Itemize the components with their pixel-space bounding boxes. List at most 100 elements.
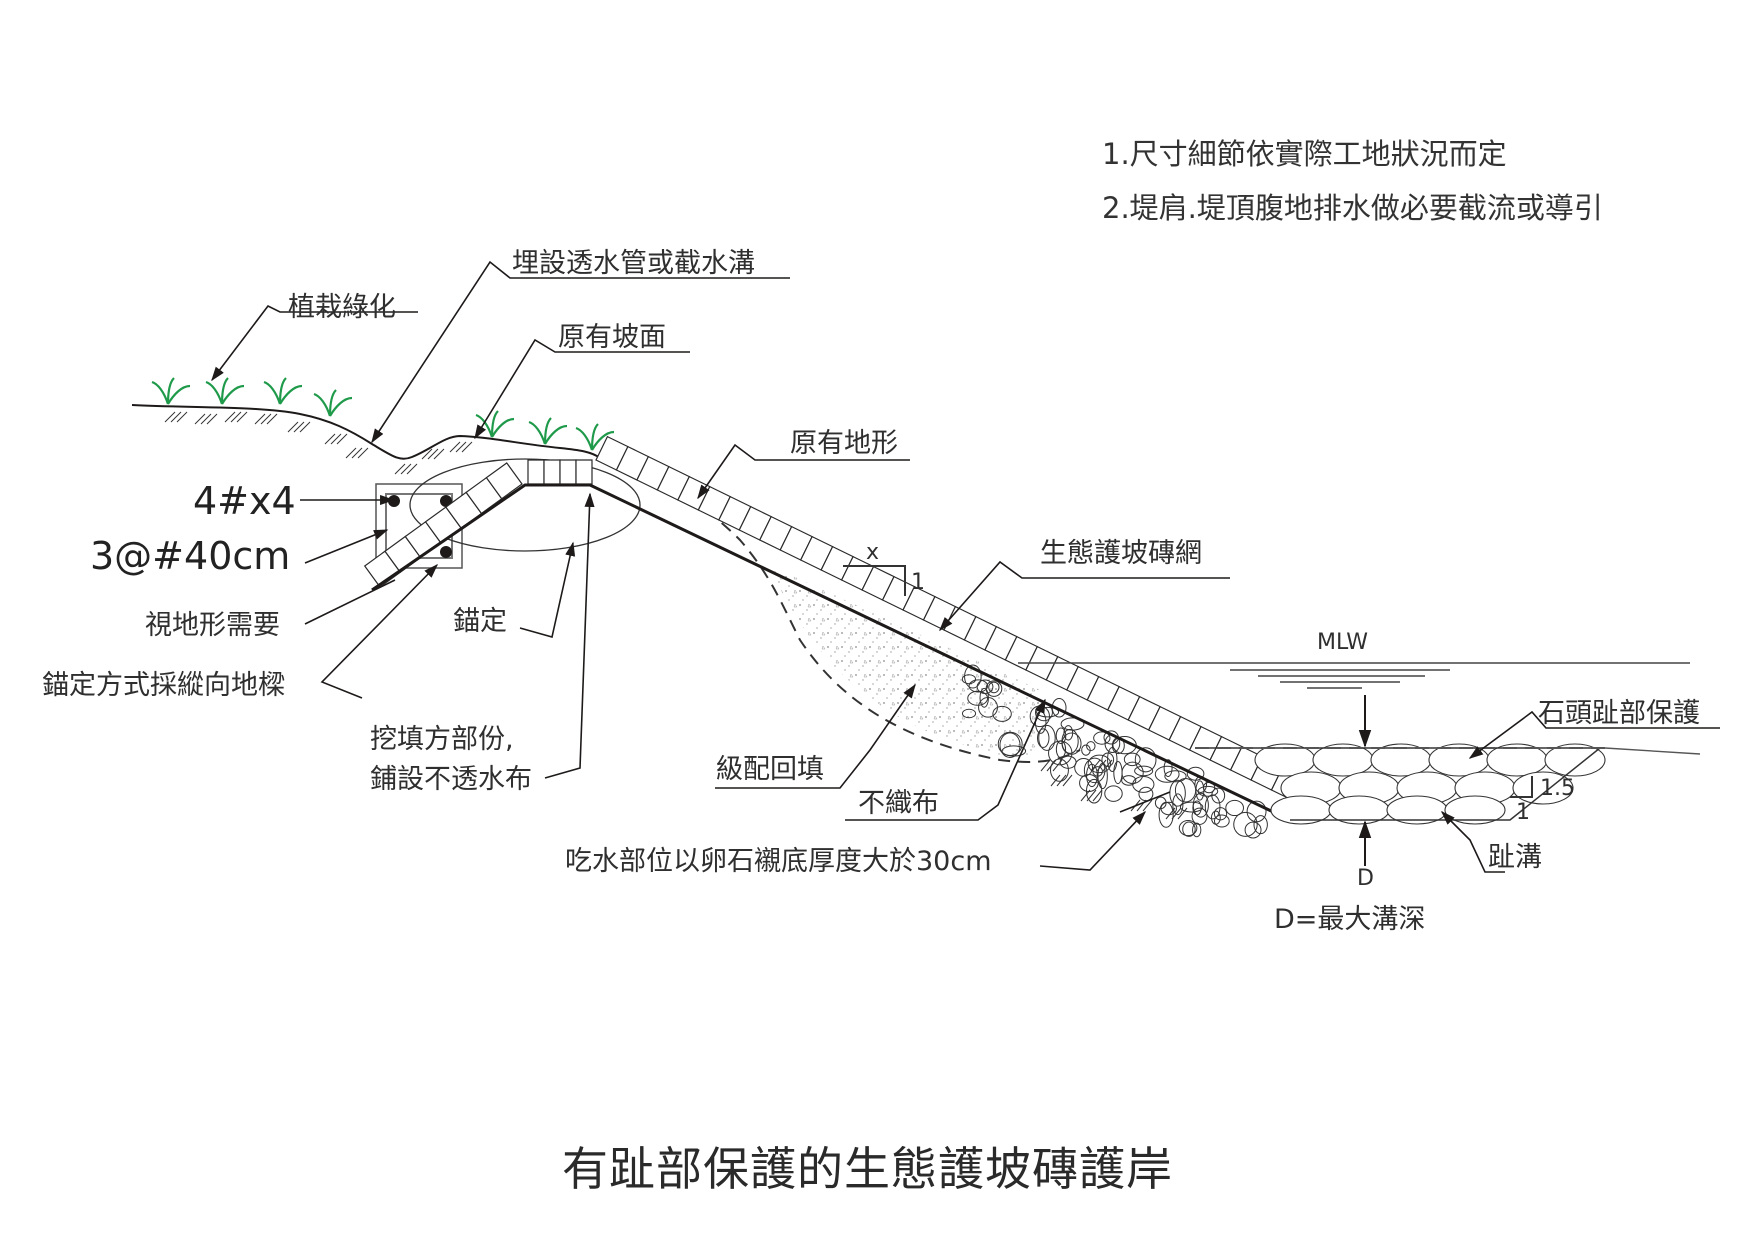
grass-tuft-icon — [475, 410, 515, 438]
cobble-stone — [1225, 799, 1244, 817]
hatch-mark — [357, 447, 369, 459]
hatch-mark — [299, 421, 311, 433]
hatch-mark — [1177, 807, 1188, 820]
cobble-stone — [1113, 760, 1123, 785]
hatch-mark — [1142, 799, 1153, 812]
rebar-dot — [440, 495, 452, 507]
label-original-terrain: 原有地形 — [790, 428, 898, 459]
hatch-mark — [200, 413, 212, 425]
cobble-stone — [967, 690, 989, 706]
hatch-mark — [1062, 774, 1073, 787]
brick-block — [575, 459, 593, 485]
hatch-mark — [170, 411, 182, 423]
cobble-stone — [1164, 770, 1187, 783]
geotextile-line — [371, 483, 1291, 822]
cobble-stone — [992, 705, 1012, 722]
hatch-mark — [394, 463, 406, 475]
cobble-stone — [1192, 792, 1209, 818]
dim-toe-slope-vertical: 1.5 — [1540, 776, 1575, 801]
label-original-slope-face: 原有坡面 — [558, 322, 666, 353]
slope-ratio-mark — [843, 565, 1533, 798]
label-cobble-lining: 吃水部位以卵石襯底厚度大於30cm — [565, 846, 992, 877]
hatch-mark — [461, 441, 473, 453]
label-cut-fill-line2: 鋪設不透水布 — [370, 764, 532, 795]
cobble-stone — [1233, 811, 1258, 837]
ground-surface — [131, 404, 601, 460]
label-rebar-stirrup: 3@#40cm — [90, 534, 291, 578]
cobble-stone — [1191, 807, 1208, 825]
hatch-mark — [406, 463, 418, 475]
toe-stone — [1444, 795, 1506, 825]
cobble-stone — [968, 679, 989, 693]
cobble-stone — [1123, 752, 1141, 767]
grass-tuft-icon — [575, 423, 615, 451]
label-toe-trench: 趾溝 — [1488, 842, 1542, 873]
dim-water-level: MLW — [1317, 630, 1368, 655]
cobble-stone — [1074, 758, 1094, 777]
label-rebar-main: 4#x4 — [193, 479, 296, 523]
brick-block — [485, 462, 523, 500]
label-planting: 植栽綠化 — [288, 292, 396, 323]
cobble-stone — [1097, 762, 1108, 790]
grass-tuft-icon — [528, 417, 568, 445]
cobble-stone — [961, 674, 977, 685]
drawing-title: 有趾部保護的生態護坡磚護岸 — [562, 1142, 1173, 1196]
brick-block — [559, 459, 577, 485]
cobble-stone — [1211, 787, 1226, 804]
cobble-stone — [1213, 814, 1230, 828]
label-stone-toe: 石頭趾部保護 — [1538, 698, 1700, 729]
hatch-mark — [194, 413, 206, 425]
cobble-stone — [964, 664, 982, 689]
label-cut-fill-line1: 挖填方部份, — [370, 724, 514, 755]
cobble-stone — [1192, 822, 1202, 838]
toe-stone — [1544, 743, 1606, 777]
cobble-stone — [1086, 741, 1096, 752]
cobble-stone — [999, 732, 1021, 758]
graded-backfill-zone — [770, 566, 1040, 757]
label-drain-pipe: 埋設透水管或截水溝 — [512, 248, 755, 279]
cobble-stone — [1037, 728, 1050, 748]
hatch-mark — [455, 441, 467, 453]
grass-tufts — [151, 377, 615, 451]
cobble-stone — [1204, 794, 1221, 820]
cobble-stone — [997, 731, 1023, 757]
cobble-stone — [1055, 727, 1067, 744]
grass-tuft-icon — [313, 389, 353, 417]
note-1: 1.尺寸細節依實際工地狀況而定 — [1102, 137, 1507, 171]
cobble-stone — [1253, 815, 1268, 835]
eco-brick-mesh — [363, 435, 1305, 801]
note-2: 2.堤肩.堤頂腹地排水做必要截流或導引 — [1102, 191, 1603, 225]
cobble-stone — [1178, 819, 1198, 837]
cobble-stone — [1061, 728, 1079, 754]
cobble-stone — [1179, 801, 1204, 813]
rebar-dot — [388, 495, 400, 507]
hatch-mark — [176, 411, 188, 423]
label-as-needed: 視地形需要 — [145, 610, 280, 641]
anchor-zone-ellipse — [409, 458, 641, 552]
cobble-stone — [1163, 759, 1173, 777]
cobble-stone — [1138, 786, 1154, 802]
cobble-stone — [1246, 800, 1267, 823]
hatch-mark — [427, 448, 439, 460]
hatch-mark — [293, 421, 305, 433]
cobble-stone — [1087, 754, 1112, 774]
cobble-stone — [1160, 801, 1177, 816]
cobble-stone — [1186, 766, 1205, 781]
cobble-stone — [976, 679, 994, 695]
hatch-mark — [433, 448, 445, 460]
hatch-mark — [287, 421, 299, 433]
hatch-mark — [421, 448, 433, 460]
hatch-mark — [254, 413, 266, 425]
hatch-mark — [260, 413, 272, 425]
hatch-mark — [164, 411, 176, 423]
rebar-dot — [440, 546, 452, 558]
toe-stone — [1312, 743, 1374, 777]
cobble-stone — [1083, 757, 1106, 784]
cobble-stone — [1121, 775, 1137, 786]
cobble-stone — [1050, 758, 1069, 782]
grass-tuft-icon — [205, 377, 245, 405]
hatch-mark — [266, 413, 278, 425]
grass-tuft-icon — [151, 377, 191, 405]
label-anchor-method: 錨定方式採縱向地樑 — [42, 670, 285, 701]
